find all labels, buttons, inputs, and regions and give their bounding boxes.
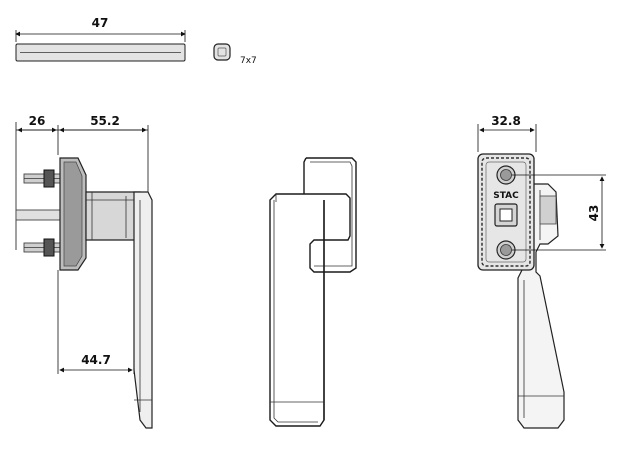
outline-view: [269, 157, 357, 427]
front-view: 32.8 STAC 43: [477, 114, 606, 429]
fixing-centres-label: 43: [587, 205, 601, 222]
base-depth-label: 26: [29, 114, 46, 128]
side-view: 26 55.2 44.7: [15, 114, 153, 429]
projection-label: 55.2: [90, 114, 120, 128]
brand-mark: STAC: [493, 191, 519, 201]
side-lever: [133, 191, 153, 429]
spindle-end-section: [213, 43, 231, 61]
spindle-view: 47 7x7: [15, 16, 257, 66]
spindle-length-label: 47: [92, 16, 109, 30]
lever-reach-label: 44.7: [81, 353, 111, 367]
rosette-width-label: 32.8: [491, 114, 521, 128]
spindle-section-label: 7x7: [240, 56, 257, 66]
